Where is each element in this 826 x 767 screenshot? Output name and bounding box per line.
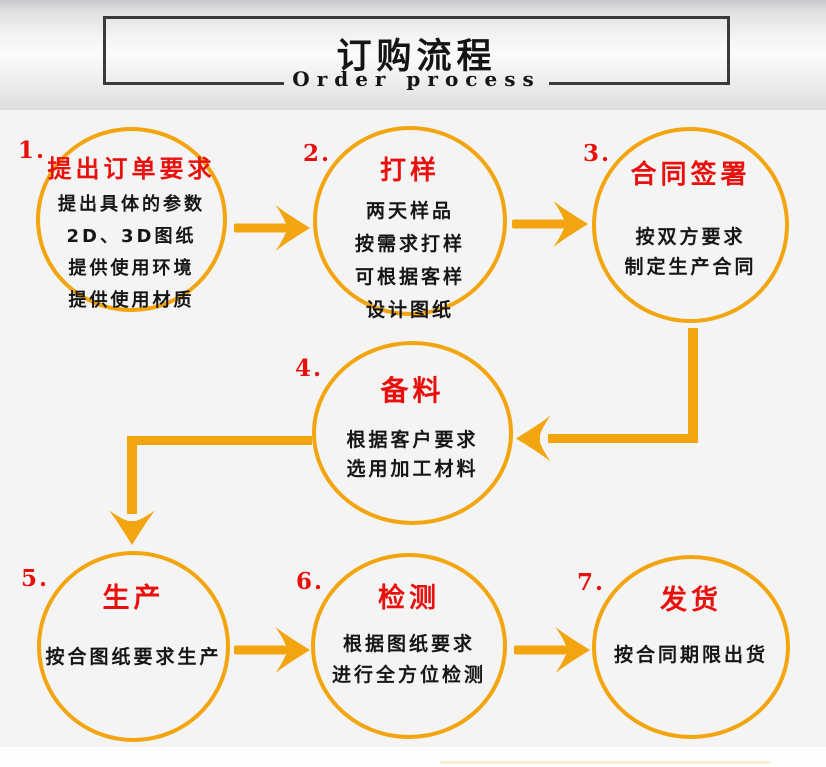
box-border-segment <box>549 82 730 85</box>
step-1-title: 提出订单要求 <box>47 155 216 183</box>
step-1-circle: 提出订单要求 提出具体的参数 2D、3D图纸 提供使用环境 提供使用材质 <box>36 127 227 312</box>
bottom-faint-line <box>440 761 770 764</box>
step-1-detail: 提供使用材质 <box>68 290 195 312</box>
step-4-detail: 选用加工材料 <box>346 457 479 480</box>
page-subtitle: Order process <box>292 67 541 91</box>
arrow-right-icon <box>234 205 310 251</box>
step-5-title: 生产 <box>102 583 165 614</box>
header-title-box: 订购流程 Order process <box>103 16 730 91</box>
arrow-elbow-left-icon <box>516 328 698 462</box>
step-1-detail: 2D、3D图纸 <box>66 226 197 248</box>
step-2-detail: 两天样品 <box>365 199 454 222</box>
page-title: 订购流程 <box>336 36 497 77</box>
arrow-right-icon <box>512 201 588 247</box>
arrow-elbow-down-icon <box>109 436 312 545</box>
step-6-circle: 检测 根据图纸要求 进行全方位检测 <box>311 553 507 739</box>
step-2-detail: 设计图纸 <box>365 298 454 321</box>
step-5-circle: 生产 按合图纸要求生产 <box>37 551 230 742</box>
box-border-segment <box>103 82 284 85</box>
step-3-detail: 制定生产合同 <box>624 255 757 278</box>
step-5-number: 5. <box>21 565 50 592</box>
step-5-detail: 按合图纸要求生产 <box>45 645 222 668</box>
step-6-number: 6. <box>296 568 325 595</box>
step-3-number: 3. <box>583 140 612 167</box>
step-7-number: 7. <box>577 569 606 596</box>
step-7-title: 发货 <box>660 585 722 616</box>
step-1-number: 1. <box>18 137 47 164</box>
step-3-title: 合同签署 <box>630 160 751 190</box>
step-2-number: 2. <box>303 140 332 167</box>
step-1-detail: 提出具体的参数 <box>58 194 205 216</box>
step-4-number: 4. <box>295 355 324 382</box>
step-2-title: 打样 <box>379 156 440 186</box>
step-3-detail: 按双方要求 <box>635 225 746 248</box>
arrow-right-icon <box>234 627 310 673</box>
step-2-detail: 可根据客样 <box>354 265 465 288</box>
step-2-detail: 按需求打样 <box>354 232 465 255</box>
step-4-circle: 备料 根据客户要求 选用加工材料 <box>312 341 513 525</box>
step-3-circle: 合同签署 按双方要求 制定生产合同 <box>592 127 789 323</box>
step-2-circle: 打样 两天样品 按需求打样 可根据客样 设计图纸 <box>313 126 507 321</box>
step-4-title: 备料 <box>380 374 445 407</box>
step-6-detail: 根据图纸要求 <box>342 632 475 655</box>
step-6-title: 检测 <box>378 583 440 614</box>
step-1-detail: 提供使用环境 <box>68 258 195 280</box>
step-6-detail: 进行全方位检测 <box>331 663 486 686</box>
step-4-detail: 根据客户要求 <box>346 428 479 451</box>
step-7-circle: 发货 按合同期限出货 <box>592 555 790 739</box>
step-7-detail: 按合同期限出货 <box>613 643 768 666</box>
bottom-strip <box>0 747 826 767</box>
arrow-right-icon <box>514 627 590 673</box>
